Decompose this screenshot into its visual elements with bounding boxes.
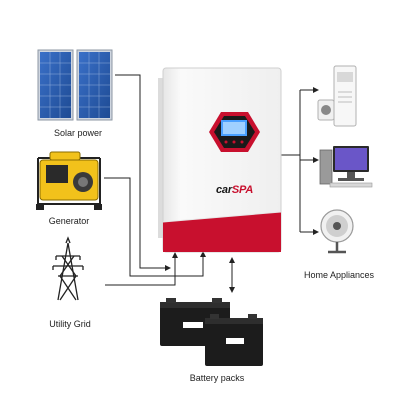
battery-packs-label: Battery packs [189,373,245,383]
battery-icon [160,298,263,366]
desktop-computer-icon [319,146,373,188]
power-tower-icon [52,236,84,301]
utility-grid-label: Utility Grid [49,319,91,329]
home-appliances-label: Home Appliances [303,270,375,280]
generator-icon [36,151,102,210]
solar-power-label: Solar power [53,128,103,138]
solar-inverter-icon [158,67,282,253]
air-conditioner-icon [317,65,357,127]
fan-icon [320,209,354,254]
inverter-brand-logo: carSPA [216,184,254,196]
generator-label: Generator [48,216,90,226]
connection-lines [104,74,319,293]
solar-panel-icon [37,49,113,121]
